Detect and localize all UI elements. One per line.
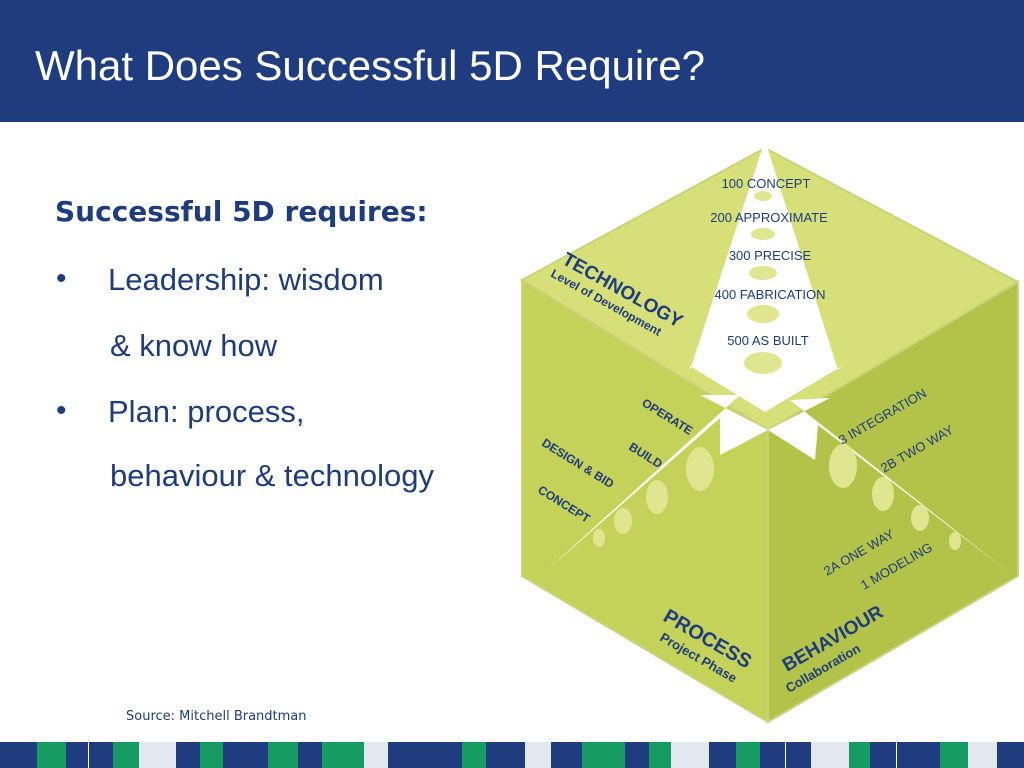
tech-level-400: 400 FABRICATION <box>714 287 825 302</box>
tech-level-100: 100 CONCEPT <box>722 176 811 191</box>
process-dots <box>593 447 714 547</box>
tech-level-500: 500 AS BUILT <box>727 333 808 348</box>
footer-stripe <box>0 742 1024 768</box>
tech-level-300: 300 PRECISE <box>729 248 812 263</box>
slide-title: What Does Successful 5D Require? <box>35 42 705 89</box>
bullet-2-line-1: Plan: process, <box>108 394 305 429</box>
content-heading: Successful 5D requires: <box>55 195 428 228</box>
bullet-1-line-1: Leadership: wisdom <box>108 262 384 297</box>
bullet-2-line-2: behaviour & technology <box>110 458 435 493</box>
technology-dots <box>744 191 782 374</box>
cube-right-face <box>767 280 1019 724</box>
title-bar: What Does Successful 5D Require? <box>0 0 1024 122</box>
behaviour-dots <box>829 444 961 550</box>
5d-cube-diagram: 100 CONCEPT 200 APPROXIMATE 300 PRECISE … <box>519 140 1020 724</box>
bullet-icon: • <box>56 262 67 295</box>
source-credit: Source: Mitchell Brandtman <box>126 709 307 724</box>
bullet-icon: • <box>56 394 67 427</box>
tech-level-200: 200 APPROXIMATE <box>710 210 828 225</box>
bullet-1-line-2: & know how <box>110 328 278 363</box>
